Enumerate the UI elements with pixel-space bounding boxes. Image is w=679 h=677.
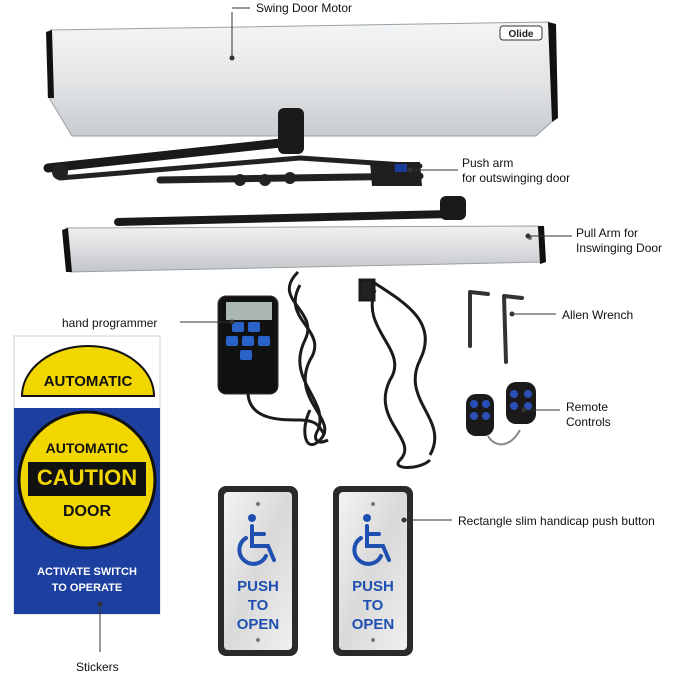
power-cables <box>287 270 437 469</box>
push-button-right-open: OPEN <box>351 616 395 633</box>
sticker-top-text: AUTOMATIC <box>43 373 133 390</box>
push-button-left-to: TO <box>247 597 269 614</box>
push-button-right <box>333 486 413 656</box>
label-stickers: Stickers <box>76 660 119 674</box>
push-button-right-push: PUSH <box>352 578 394 595</box>
label-allen-wrench: Allen Wrench <box>562 308 634 322</box>
sticker-activate-text: ACTIVATE SWITCH <box>37 566 137 578</box>
wheelchair-icon <box>237 514 276 566</box>
push-button-left-open: OPEN <box>236 616 280 633</box>
label-swing-door-motor: Swing Door Motor <box>256 1 353 15</box>
sticker-automatic-text: AUTOMATIC <box>45 440 129 456</box>
sticker-caution-text: CAUTION <box>36 465 138 490</box>
label-pull-arm: Pull Arm for <box>576 226 639 240</box>
label-push-arm: Push arm <box>462 156 514 170</box>
sticker-operate-text: TO OPERATE <box>51 582 123 594</box>
wheelchair-icon <box>352 514 391 566</box>
label-pull-arm-sub: Inswinging Door <box>576 241 663 255</box>
caution-sticker <box>13 335 161 615</box>
push-button-left <box>218 486 298 656</box>
label-push-button: Rectangle slim handicap push button <box>458 514 655 528</box>
push-arm <box>43 108 424 186</box>
leader-lines <box>97 7 572 652</box>
motor-logo: Olide <box>508 29 533 40</box>
label-push-arm-sub: for outswinging door <box>462 171 571 185</box>
label-hand-programmer: hand programmer <box>62 316 158 330</box>
label-remote: Remote <box>566 400 609 414</box>
remote-controls <box>466 382 536 446</box>
pull-arm <box>62 196 546 273</box>
sticker-door-text: DOOR <box>63 503 111 520</box>
push-button-left-push: PUSH <box>237 578 279 595</box>
push-button-right-to: TO <box>362 597 384 614</box>
label-remote-sub: Controls <box>566 415 611 429</box>
swing-door-motor: Olide <box>46 21 558 137</box>
allen-wrenches <box>468 290 524 364</box>
